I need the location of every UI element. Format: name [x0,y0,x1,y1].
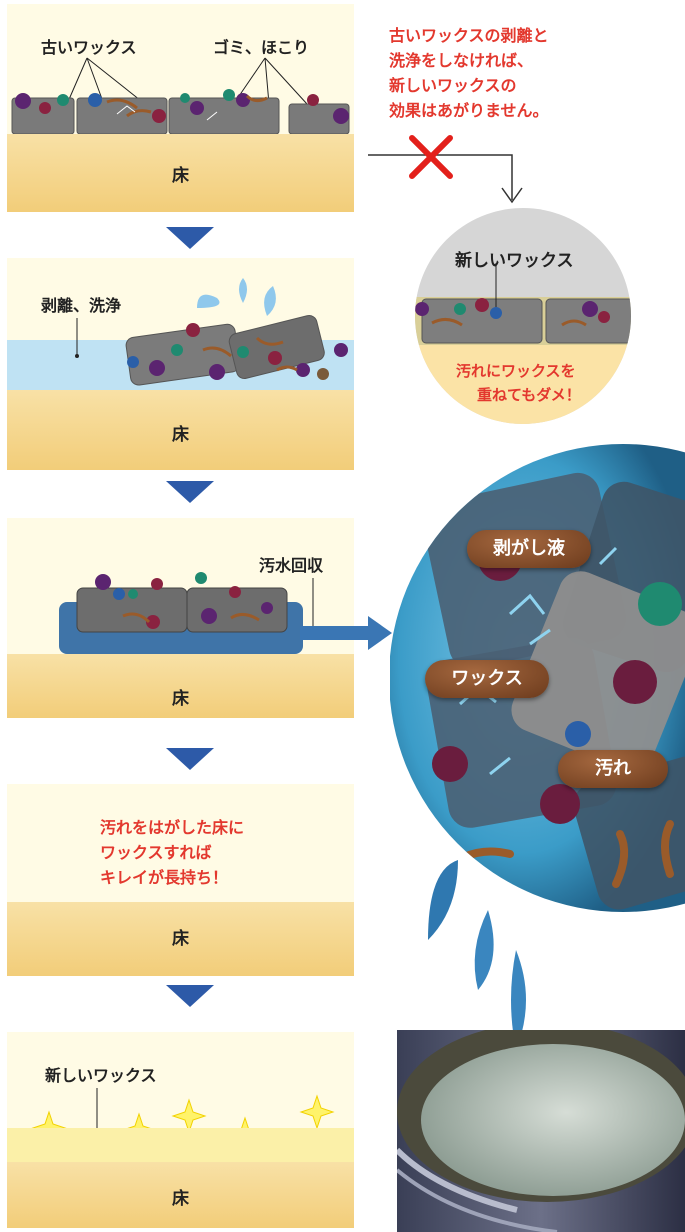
step-arrow-3 [166,748,214,770]
bucket-photo [397,1030,685,1232]
step2-panel: 剥離、洗浄 床 [7,258,354,470]
dust-label: ゴミ、ほこり [213,38,310,57]
floor-label: 床 [172,1189,189,1209]
step3-panel: 汚水回収 床 [7,518,354,718]
result-line-2: ワックスすれば [100,843,212,862]
warning-line-4: 効果はあがりません。 [389,101,549,120]
recovery-arrow [300,616,392,650]
strip-wash-label: 剥離、洗浄 [41,296,122,315]
step5-panel: 新しいワックス 床 [7,1032,354,1228]
floor-layer: 床 [7,134,354,212]
droplets-illustration [428,860,526,1050]
floor-label: 床 [172,425,189,445]
tag-wax: ワックス [425,660,549,698]
step-arrow-4 [166,985,214,1007]
bad-circle-line-1: 汚れにワックスを [456,362,576,380]
shine-sparkles [7,1088,354,1162]
floor-layer: 床 [7,1162,354,1228]
rejected-connector [368,135,523,204]
dirty-wax-layer [11,57,350,135]
tag-stripper: 剥がし液 [467,530,591,568]
new-wax-label: 新しいワックス [45,1066,157,1085]
bad-circle-title: 新しいワックス [455,251,574,271]
bad-result-circle [415,208,631,424]
old-wax-label: 古いワックス [41,38,137,57]
result-line-3: キレイが長持ち！ [100,868,229,887]
floor-layer: 床 [7,390,354,470]
step-arrow-2 [166,481,214,503]
cross-icon [409,135,453,179]
warning-line-1: 古いワックスの剥離と [389,26,549,45]
warning-line-3: 新しいワックスの [389,76,517,95]
recovery-illustration [59,572,314,654]
result-line-1: 汚れをはがした床に [100,818,245,837]
floor-label: 床 [172,929,189,949]
step1-panel: 古いワックス ゴミ、ほこり 床 [7,4,354,212]
stripping-illustration [7,278,354,390]
floor-label: 床 [172,166,189,186]
step-arrow-1 [166,227,214,249]
step4-panel: 汚れをはがした床に ワックスすれば キレイが長持ち！ 床 [7,784,354,976]
warning-line-2: 洗浄をしなければ、 [389,51,534,70]
tag-dirt: 汚れ [558,750,668,788]
waste-water-label: 汚水回収 [259,556,324,575]
floor-layer: 床 [7,654,354,718]
floor-layer: 床 [7,902,354,976]
floor-label: 床 [172,689,189,709]
bad-circle-line-2: 重ねてもダメ！ [477,386,581,404]
